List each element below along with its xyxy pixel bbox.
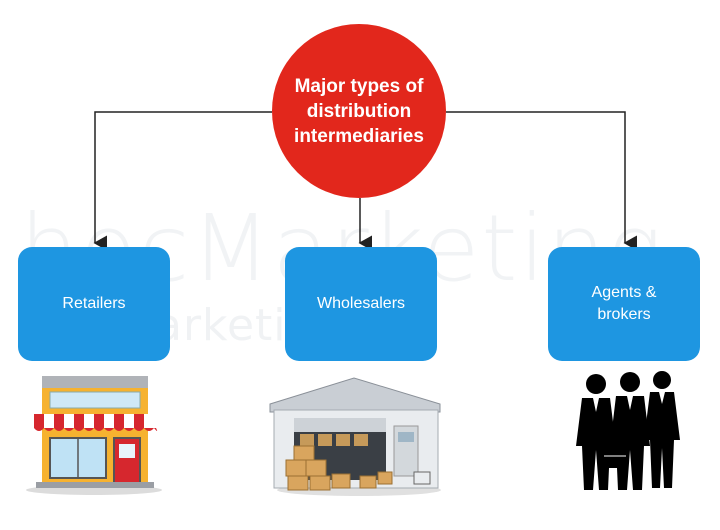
node-wholesalers: Wholesalers — [285, 247, 437, 361]
node-wholesalers-label: Wholesalers — [316, 295, 406, 312]
node-retailers: Retailers — [18, 247, 170, 361]
connector-right — [446, 111, 637, 251]
connector-left — [93, 111, 272, 251]
storefront-icon — [26, 376, 162, 495]
hub-label: Major types of distribution intermediari… — [294, 75, 424, 147]
warehouse-icon — [269, 377, 441, 496]
node-retailers-label: Retailers — [62, 295, 126, 312]
hub-circle: Major types of distribution intermediari… — [272, 24, 446, 198]
business-people-icon — [576, 371, 680, 490]
node-agents-brokers: Agents & brokers — [548, 247, 700, 361]
node-agents-brokers-label: Agents & brokers — [591, 284, 657, 323]
